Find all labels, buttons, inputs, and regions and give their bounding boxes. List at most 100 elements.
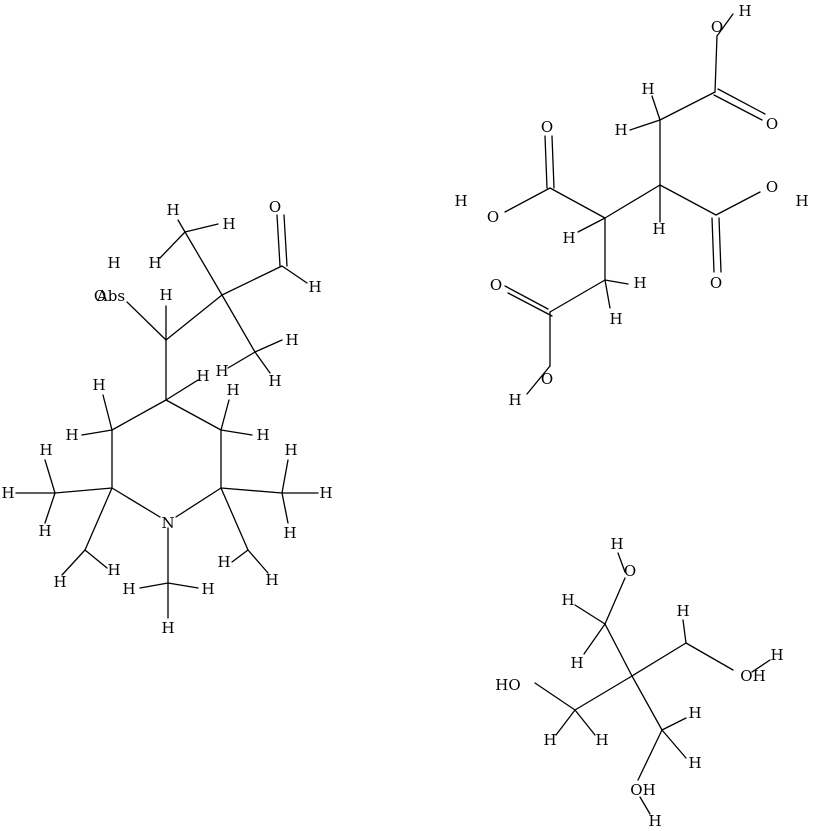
atom-label: H [1, 484, 14, 502]
bond [639, 796, 651, 815]
bond [715, 191, 761, 216]
bond [682, 619, 687, 644]
bond [175, 487, 222, 518]
bond [165, 379, 199, 401]
atom-label: H [648, 812, 661, 830]
atom-label: H [222, 215, 235, 233]
bond [44, 459, 56, 494]
atom-label: H [122, 580, 135, 598]
bond [254, 351, 271, 374]
atom-label: H [308, 278, 321, 296]
bond [167, 582, 199, 589]
bond [231, 549, 249, 563]
atom-label: H [454, 192, 467, 210]
atom-label: H [738, 2, 751, 20]
bond [84, 549, 108, 569]
bond [281, 265, 308, 284]
atom-label: H [159, 286, 172, 304]
bond [139, 582, 169, 589]
bond [220, 399, 230, 431]
bond [555, 709, 576, 736]
atom-label: OH [740, 667, 765, 685]
bond [220, 487, 283, 494]
bond [504, 187, 551, 213]
bond [718, 217, 722, 273]
atom-label: N [161, 514, 174, 532]
bond [604, 184, 661, 219]
bond [526, 365, 551, 395]
bond [534, 682, 576, 711]
atom-label: O [710, 274, 722, 292]
bond [629, 119, 661, 131]
atom-label: H [609, 310, 622, 328]
bond [247, 549, 269, 574]
bond [221, 265, 283, 296]
bond [717, 88, 766, 115]
bond [574, 604, 606, 625]
bond [159, 231, 186, 259]
atom-label: O [490, 276, 502, 294]
atom-label: H [614, 121, 627, 139]
atom-label: H [92, 376, 105, 394]
atom-label: H [641, 80, 654, 98]
bond [184, 223, 219, 233]
atom-label: H [201, 580, 214, 598]
atom-label: H [38, 522, 51, 540]
atom-label: H [256, 426, 269, 444]
bond [604, 577, 626, 625]
bond [617, 552, 626, 573]
bond [577, 217, 606, 233]
atom-label: H [217, 553, 230, 571]
bond [651, 95, 661, 121]
bond [659, 91, 716, 121]
atom-label: H [196, 367, 209, 385]
bond [177, 219, 186, 233]
atom-label: O [766, 178, 778, 196]
bond [220, 487, 249, 551]
atom-label: O [624, 562, 636, 580]
atom-label: Abs [96, 287, 125, 305]
bond [604, 279, 629, 285]
bond [685, 642, 734, 671]
molecule-piperidine-aldehyde: O H H H H H Abs O H H H H H H H H H H H … [1, 198, 332, 637]
bond [713, 94, 763, 121]
bond [227, 351, 256, 369]
atom-label: H [226, 381, 239, 399]
bond [283, 214, 288, 267]
bond [714, 35, 718, 93]
bond [751, 659, 771, 673]
atom-label: H [265, 571, 278, 589]
bond [165, 294, 223, 341]
bond [81, 429, 113, 436]
atom-label: H [166, 201, 179, 219]
atom-label: H [148, 254, 161, 272]
bond [111, 399, 167, 431]
bond [54, 487, 113, 494]
bond [220, 429, 253, 436]
atom-label: H [570, 654, 583, 672]
bond [281, 459, 289, 494]
bond [574, 709, 596, 736]
bond [711, 217, 715, 273]
bond [631, 642, 687, 677]
atom-label: H [107, 254, 120, 272]
atom-label: H [284, 441, 297, 459]
bond [44, 492, 56, 524]
molecule-tetracarboxylic-acid: H O H O H O O H H O H H O H O H O H [454, 2, 808, 409]
atom-label: H [610, 535, 623, 553]
atom-label: O [766, 115, 778, 133]
atom-label: O [711, 18, 723, 36]
atom-label: H [688, 754, 701, 772]
atom-label: H [676, 602, 689, 620]
bond [551, 135, 555, 189]
atom-label: O [269, 198, 281, 216]
bond [544, 135, 548, 189]
bond [221, 294, 256, 353]
bond [549, 187, 606, 219]
atom-label: O [541, 118, 553, 136]
atom-label: H [795, 192, 808, 210]
bond [659, 184, 717, 216]
atom-label: H [543, 731, 556, 749]
bond [102, 394, 113, 431]
